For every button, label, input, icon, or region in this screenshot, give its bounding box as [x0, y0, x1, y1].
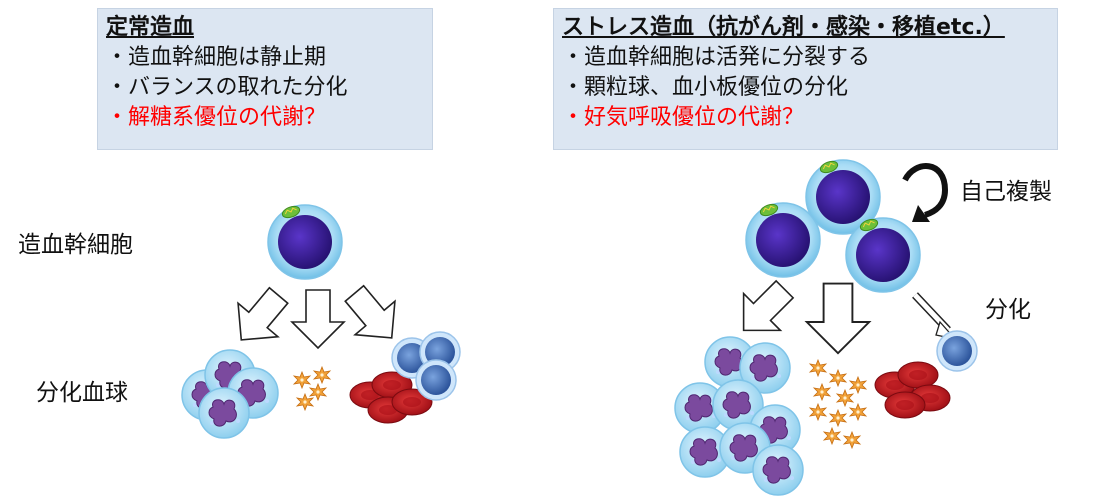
right-lymphocyte — [936, 330, 978, 372]
steady-bullet-1: ・造血幹細胞は静止期 — [106, 45, 327, 70]
stress-bullet-3: ・好気呼吸優位の代謝？ — [562, 105, 805, 130]
steady-bullet-2: ・バランスの取れた分化 — [106, 75, 348, 100]
hsc-label: 造血幹細胞 — [18, 232, 133, 258]
right-red-blood-cells — [874, 361, 951, 419]
stress-heading: ストレス造血（抗がん剤・感染・移植etc.） — [562, 15, 1005, 40]
right-arrows — [724, 270, 957, 355]
left-granulocytes — [181, 349, 279, 439]
left-arrows — [220, 275, 413, 358]
self-renewal-arrow — [902, 163, 949, 222]
right-granulocytes — [674, 336, 804, 496]
right-hsc-cluster — [745, 158, 921, 293]
steady-state-box: 定常造血 ・造血幹細胞は静止期 ・バランスの取れた分化 ・解糖系優位の代謝？ — [97, 8, 433, 150]
stress-bullet-2: ・顆粒球、血小板優位の分化 — [562, 75, 849, 100]
left-hsc — [267, 203, 343, 280]
left-platelets — [293, 366, 331, 411]
stress-box: ストレス造血（抗がん剤・感染・移植etc.） ・造血幹細胞は活発に分裂する ・顆… — [553, 8, 1058, 150]
blood-cells-label: 分化血球 — [36, 380, 128, 406]
self-renewal-label: 自己複製 — [960, 179, 1052, 205]
steady-bullet-3: ・解糖系優位の代謝？ — [106, 105, 327, 130]
differentiation-label: 分化 — [985, 297, 1031, 323]
stress-bullet-1: ・造血幹細胞は活発に分裂する — [562, 45, 871, 70]
right-platelets — [809, 359, 867, 449]
steady-state-heading: 定常造血 — [106, 15, 195, 40]
